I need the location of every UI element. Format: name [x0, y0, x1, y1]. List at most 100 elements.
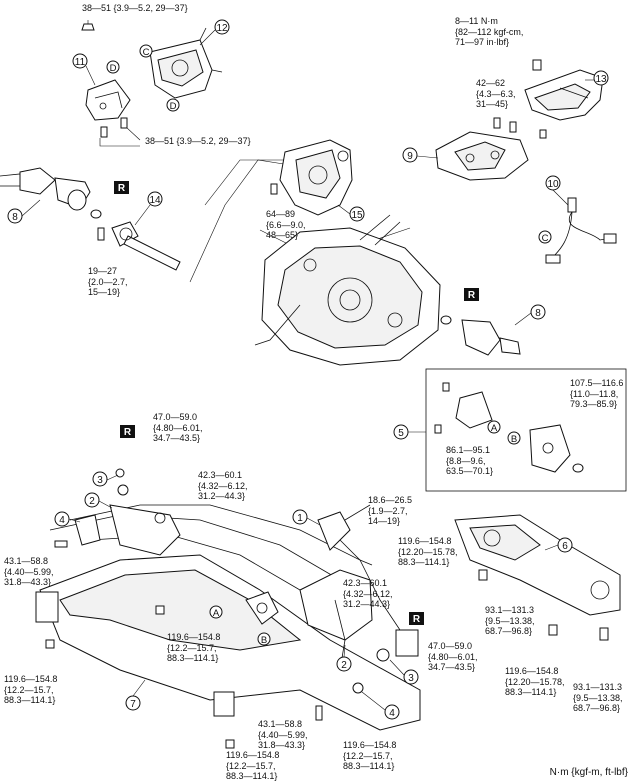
svg-text:8: 8	[12, 212, 18, 223]
r-tag-shaft: R	[114, 181, 129, 194]
svg-text:1: 1	[297, 513, 303, 524]
svg-text:A: A	[491, 423, 498, 434]
drive-shaft-left-part-8	[0, 167, 102, 219]
callout-14: 14	[147, 191, 163, 207]
torque-spec-bracket-9: 42—62 {4.3—6.3, 31—45}	[476, 78, 516, 109]
torque-spec-rear-mid: 93.1—131.3 {9.5—13.38, 68.7—96.8}	[485, 605, 535, 636]
svg-text:D: D	[110, 63, 117, 74]
torque-spec-ball-right: 47.0—59.0 {4.80—6.01, 34.7—43.5}	[428, 641, 478, 672]
bushing-a-b	[245, 591, 279, 625]
torque-spec-member-bottom-right: 119.6—154.8 {12.2—15.7, 88.3—114.1}	[343, 740, 397, 771]
svg-text:3: 3	[97, 475, 103, 486]
torque-spec-box-upper: 107.5—116.6 {11.0—11.8, 79.3—85.9}	[570, 378, 624, 409]
torque-spec-transfer: 64—89 {6.6—9.0, 48—65}	[266, 209, 306, 240]
svg-text:R: R	[413, 614, 421, 625]
torque-spec-member-front: 119.6—154.8 {12.20—15.78, 88.3—114.1}	[398, 536, 458, 567]
torque-spec-arm-left: 42.3—60.1 {4.32—6.12, 31.2—44.3}	[198, 470, 248, 501]
r-tag-right-shaft: R	[464, 288, 479, 301]
callout-4-left: 4	[54, 511, 70, 527]
top-bolt	[81, 20, 95, 31]
torque-spec-member-rear: 119.6—154.8 {12.20—15.78, 88.3—114.1}	[505, 666, 565, 697]
svg-text:10: 10	[547, 179, 559, 190]
letter-b-bottom: B	[257, 632, 271, 646]
r-tag-ball-left: R	[120, 425, 135, 438]
control-arm-left	[109, 468, 181, 556]
letter-a-bottom: A	[209, 605, 223, 619]
torque-spec-mount-bolts: 38—51 {3.9—5.2, 29—37}	[145, 136, 251, 146]
callout-2-left: 2	[84, 492, 100, 508]
callout-9: 9	[402, 147, 418, 163]
svg-text:13: 13	[595, 74, 607, 85]
svg-text:2: 2	[341, 660, 347, 671]
r-tag-ball-right: R	[409, 612, 424, 625]
detail-box	[425, 368, 627, 492]
rear-crossmember-part-6	[454, 514, 621, 641]
letter-b-box: B	[507, 431, 521, 445]
transmission-assembly	[254, 214, 441, 366]
leader-lines-frame	[189, 159, 411, 283]
callout-15: 15	[349, 206, 365, 222]
member-bolts	[45, 605, 323, 749]
svg-text:R: R	[124, 427, 132, 438]
torque-spec-link-left: 43.1—58.8 {4.40—5.99, 31.8—43.3}	[4, 556, 54, 587]
callout-12: 12	[214, 19, 230, 35]
unit-label: N·m {kgf-m, ft-lbf}	[549, 767, 628, 778]
engine-mount-part-12	[149, 27, 223, 99]
control-arm-right	[299, 569, 390, 694]
crossmember-part-7	[35, 504, 421, 731]
letter-d-bracket: D	[106, 60, 120, 74]
svg-text:9: 9	[407, 151, 413, 162]
mount-bracket-part-11	[85, 79, 131, 121]
drive-shaft-right-part-8	[440, 315, 521, 356]
svg-text:15: 15	[351, 210, 363, 221]
letter-d-top: D	[166, 98, 180, 112]
callout-leaders	[21, 29, 594, 711]
svg-text:8: 8	[535, 308, 541, 319]
svg-text:14: 14	[149, 195, 161, 206]
letter-c-top: C	[139, 44, 153, 58]
replace-tags: R R R R	[114, 181, 479, 625]
svg-text:A: A	[213, 608, 220, 619]
torque-spec-member-bottom-mid: 119.6—154.8 {12.2—15.7, 88.3—114.1}	[226, 750, 280, 781]
svg-text:C: C	[143, 47, 150, 58]
intermediate-shaft-part-14	[97, 221, 181, 271]
svg-text:3: 3	[408, 673, 414, 684]
sensor-harness-part-10	[545, 197, 617, 264]
torque-spec-member-center: 119.6—154.8 {12.2—15.7, 88.3—114.1}	[167, 632, 221, 663]
svg-text:4: 4	[389, 708, 395, 719]
detail-bracket-a	[434, 382, 493, 434]
callout-13: 13	[593, 70, 609, 86]
svg-text:2: 2	[89, 496, 95, 507]
letter-markers: C D D C A B A B	[106, 44, 552, 646]
torque-spec-shaft-14: 19—27 {2.0—2.7, 15—19}	[88, 266, 128, 297]
svg-text:C: C	[542, 233, 549, 244]
torque-spec-link-right: 43.1—58.8 {4.40—5.99, 31.8—43.3}	[258, 719, 308, 750]
svg-text:D: D	[170, 101, 177, 112]
callout-8-right: 8	[530, 304, 546, 320]
detail-bracket-b	[529, 424, 584, 473]
callout-7: 7	[125, 695, 141, 711]
mount-bolts	[99, 117, 141, 147]
steering-column-part-1	[317, 504, 373, 566]
svg-text:6: 6	[562, 541, 568, 552]
torque-spec-member-left: 119.6—154.8 {12.2—15.7, 88.3—114.1}	[4, 674, 58, 705]
svg-text:R: R	[468, 290, 476, 301]
torque-spec-arm-right: 42.3—60.1 {4.32—6.12, 31.2—44.3}	[343, 578, 393, 609]
callout-6: 6	[557, 537, 573, 553]
torque-spec-steering: 18.6—26.5 {1.9—2.7, 14—19}	[368, 495, 413, 526]
svg-text:B: B	[261, 635, 267, 646]
letter-c-sensor: C	[538, 230, 552, 244]
torque-spec-box-lower: 86.1—95.1 {8.8—9.6, 63.5—70.1}	[446, 445, 494, 476]
transfer-unit-part-15	[270, 139, 353, 216]
torque-spec-rear-right: 93.1—131.3 {9.5—13.38, 68.7—96.8}	[573, 682, 623, 713]
stabilizer-link-left	[54, 514, 101, 548]
callouts: 12 11 13 9 10 14 8 15 8 5 3 2 4 1 6 2 3 …	[7, 19, 609, 720]
torque-spec-top-left: 38—51 {3.9—5.2, 29—37}	[82, 3, 188, 13]
svg-text:B: B	[511, 434, 517, 445]
torque-spec-ball-left: 47.0—59.0 {4.80—6.01, 34.7—43.5}	[153, 412, 203, 443]
torque-spec-top-right: 8—11 N·m {82—112 kgf-cm, 71—97 in·lbf}	[455, 16, 524, 47]
callout-3-right: 3	[403, 669, 419, 685]
svg-text:R: R	[118, 183, 126, 194]
letter-a-box: A	[487, 420, 501, 434]
